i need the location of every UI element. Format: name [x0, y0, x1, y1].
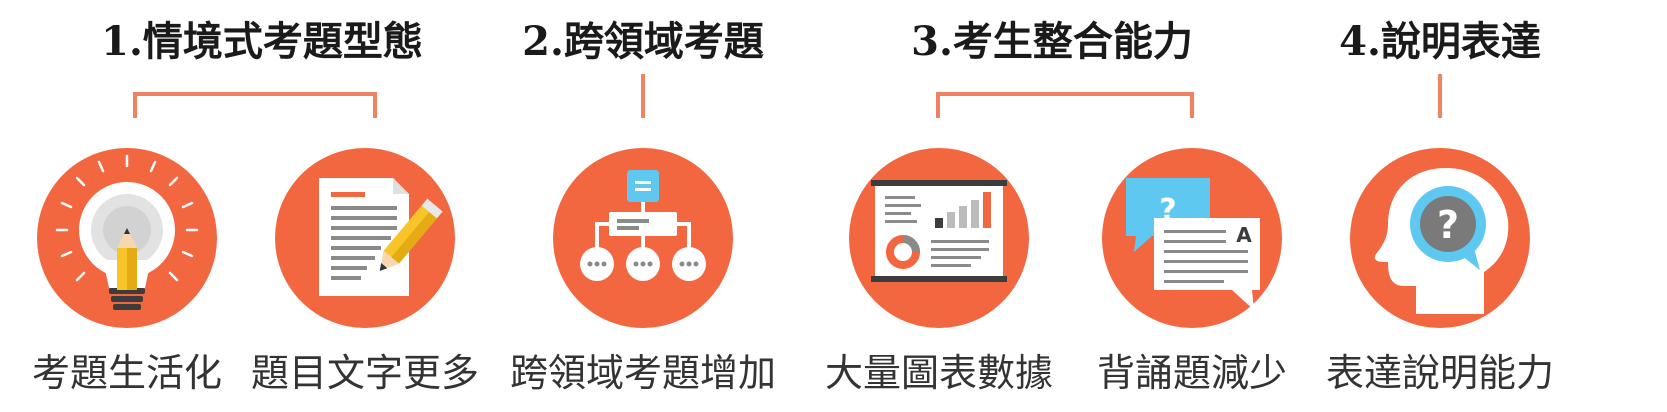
heading-situational: 1.情境式考題型態 — [101, 18, 423, 65]
caption-expression: 表達說明能力 — [1325, 351, 1555, 395]
head-question-mark-label: ? — [1437, 203, 1459, 247]
caption-more-text: 題目文字更多 — [250, 351, 480, 395]
connector-lines — [133, 74, 1442, 118]
hierarchy-chart-icon — [553, 148, 733, 328]
caption-less-memorization: 背誦題減少 — [1096, 351, 1288, 395]
document-pencil-icon — [275, 148, 455, 328]
caption-life-oriented: 考題生活化 — [31, 351, 223, 395]
bracket-situational — [133, 92, 377, 118]
presentation-board-icon — [849, 148, 1029, 328]
lightbulb-pencil-icon — [37, 148, 217, 328]
qa-chat-icon: ? A — [1102, 148, 1282, 328]
answer-letter-label: A — [1236, 223, 1252, 247]
bracket-integration — [936, 92, 1194, 118]
heading-integration: 3.考生整合能力 — [911, 18, 1193, 65]
heading-explanation: 4.說明表達 — [1339, 18, 1541, 65]
head-question-icon: ? — [1350, 148, 1530, 328]
caption-charts-data: 大量圖表數據 — [824, 351, 1054, 395]
heading-cross-domain: 2.跨領域考題 — [522, 18, 764, 65]
caption-cross-domain: 跨領域考題增加 — [509, 351, 777, 395]
